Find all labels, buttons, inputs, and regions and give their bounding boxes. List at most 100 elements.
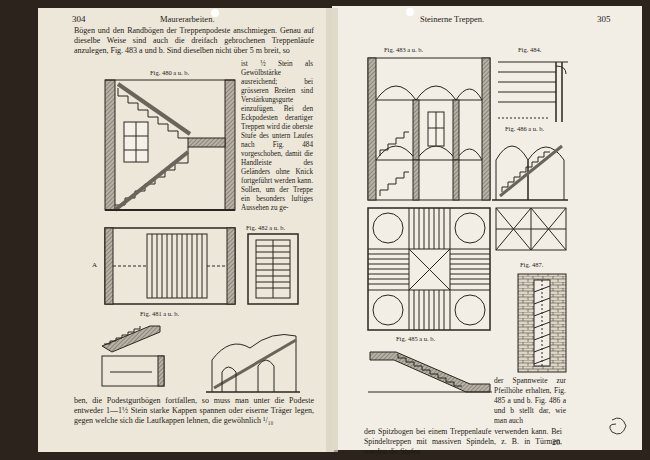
drawing-path <box>368 208 490 330</box>
drawing-rect <box>413 100 419 160</box>
drawing-path <box>556 66 566 74</box>
drawing-path <box>104 326 140 344</box>
running-head: Steinerne Treppen. <box>420 14 540 24</box>
drawing-path <box>398 354 462 386</box>
drawing-rect <box>225 80 235 210</box>
figure-caption: Fig. 484. <box>518 45 558 55</box>
signature-number: 20 <box>552 438 572 448</box>
drawing-rect <box>105 80 115 210</box>
drawing-rect <box>518 274 566 372</box>
drawing-path <box>376 86 482 100</box>
drawing-rect <box>534 280 550 366</box>
figure-caption: Fig. 486 a u. b. <box>505 124 575 134</box>
drawing-path <box>380 172 409 196</box>
drawing-circle <box>406 8 414 16</box>
drawing-rect <box>147 234 207 298</box>
drawing-line <box>124 136 148 137</box>
drawing-rect <box>188 138 225 147</box>
drawing-line <box>498 118 548 119</box>
drawing-rect <box>105 228 235 304</box>
running-head: Maurerarbeiten. <box>160 14 270 24</box>
drawing-rect <box>368 58 376 200</box>
drawing-rect <box>428 112 444 146</box>
drawing-path <box>556 62 562 122</box>
drawing-g <box>102 58 568 392</box>
drawing-path <box>414 208 444 249</box>
drawing-rect <box>248 234 298 304</box>
drawing-line <box>368 392 492 393</box>
body-text: der Spannweite zur Pfeilhöhe erhalten, F… <box>494 376 566 426</box>
drawing-path <box>500 146 562 196</box>
drawing-rect <box>38 8 334 452</box>
drawing-line <box>105 209 235 211</box>
drawing-path <box>368 254 409 284</box>
drawing-circle <box>455 295 485 325</box>
drawing-path <box>212 335 296 393</box>
drawing-path <box>258 360 274 392</box>
drawing-path <box>414 290 444 330</box>
drawing-rect <box>158 356 164 386</box>
drawing-line <box>492 199 568 201</box>
drawing-path <box>409 249 450 290</box>
drawing-line <box>542 280 543 366</box>
body-text: den Spitzbogen bei einem Treppenlaufe ve… <box>364 427 562 457</box>
body-text: Bögen und den Randbögen der Treppenpodes… <box>74 26 314 56</box>
drawing-line <box>110 372 152 373</box>
drawing-line <box>124 150 148 151</box>
drawing-line <box>436 112 437 146</box>
drawing-path <box>496 146 528 200</box>
drawing-circle <box>455 213 485 243</box>
body-text: ben, die Podestgurtbögen fortfallen, so … <box>74 396 314 426</box>
page-number: 304 <box>72 14 102 24</box>
drawing-path <box>152 234 202 298</box>
drawing-path <box>222 367 236 392</box>
drawing-path <box>380 132 409 156</box>
drawing-rect <box>453 100 459 160</box>
drawing-path <box>502 152 550 192</box>
drawing-rect <box>326 8 338 452</box>
drawing-rect <box>368 58 490 200</box>
figure-caption: Fig. 485 a u. b. <box>396 334 476 344</box>
figure-caption: Fig. 480 a u. b. <box>150 68 230 78</box>
drawing-path <box>610 418 626 434</box>
drawing-rect <box>227 228 235 304</box>
drawing-path <box>376 146 482 160</box>
drawing-line <box>105 80 235 81</box>
drawing-line <box>136 122 137 162</box>
body-text: ist ½ Stein als Gewölbstärke ausreichend… <box>241 60 313 213</box>
drawing-path <box>450 254 490 284</box>
drawing-line <box>273 240 274 298</box>
drawing-path <box>214 340 296 388</box>
drawing-rect <box>102 356 164 386</box>
drawing-rect <box>256 240 290 298</box>
drawing-line <box>113 266 147 267</box>
drawing-rect <box>332 6 642 450</box>
drawing-rect <box>124 122 148 162</box>
drawing-path <box>498 62 568 102</box>
drawing-rect <box>453 160 459 200</box>
figure-caption: Fig. 481 a u. b. <box>140 309 220 319</box>
drawing-line <box>206 391 300 393</box>
drawing-path <box>496 208 566 250</box>
page-number: 305 <box>597 14 627 24</box>
drawing-path <box>370 352 490 392</box>
drawing-circle <box>373 213 403 243</box>
figure-caption: Fig. 482 a u. b. <box>246 223 316 233</box>
drawing-line <box>428 128 444 129</box>
drawing-path <box>376 100 482 160</box>
figure-caption: Fig. 487. <box>520 260 560 270</box>
callout-letter: A <box>92 260 102 270</box>
drawing-rect <box>413 160 419 200</box>
figure-caption: Fig. 483 a u. b. <box>384 45 464 55</box>
drawing-rect <box>482 58 490 200</box>
drawing-path <box>496 208 566 250</box>
drawing-path <box>528 147 564 200</box>
drawing-circle <box>373 295 403 325</box>
drawing-line <box>207 266 227 267</box>
drawing-rect <box>105 228 113 304</box>
drawing-rect <box>368 208 490 330</box>
drawing-rect <box>496 208 566 250</box>
